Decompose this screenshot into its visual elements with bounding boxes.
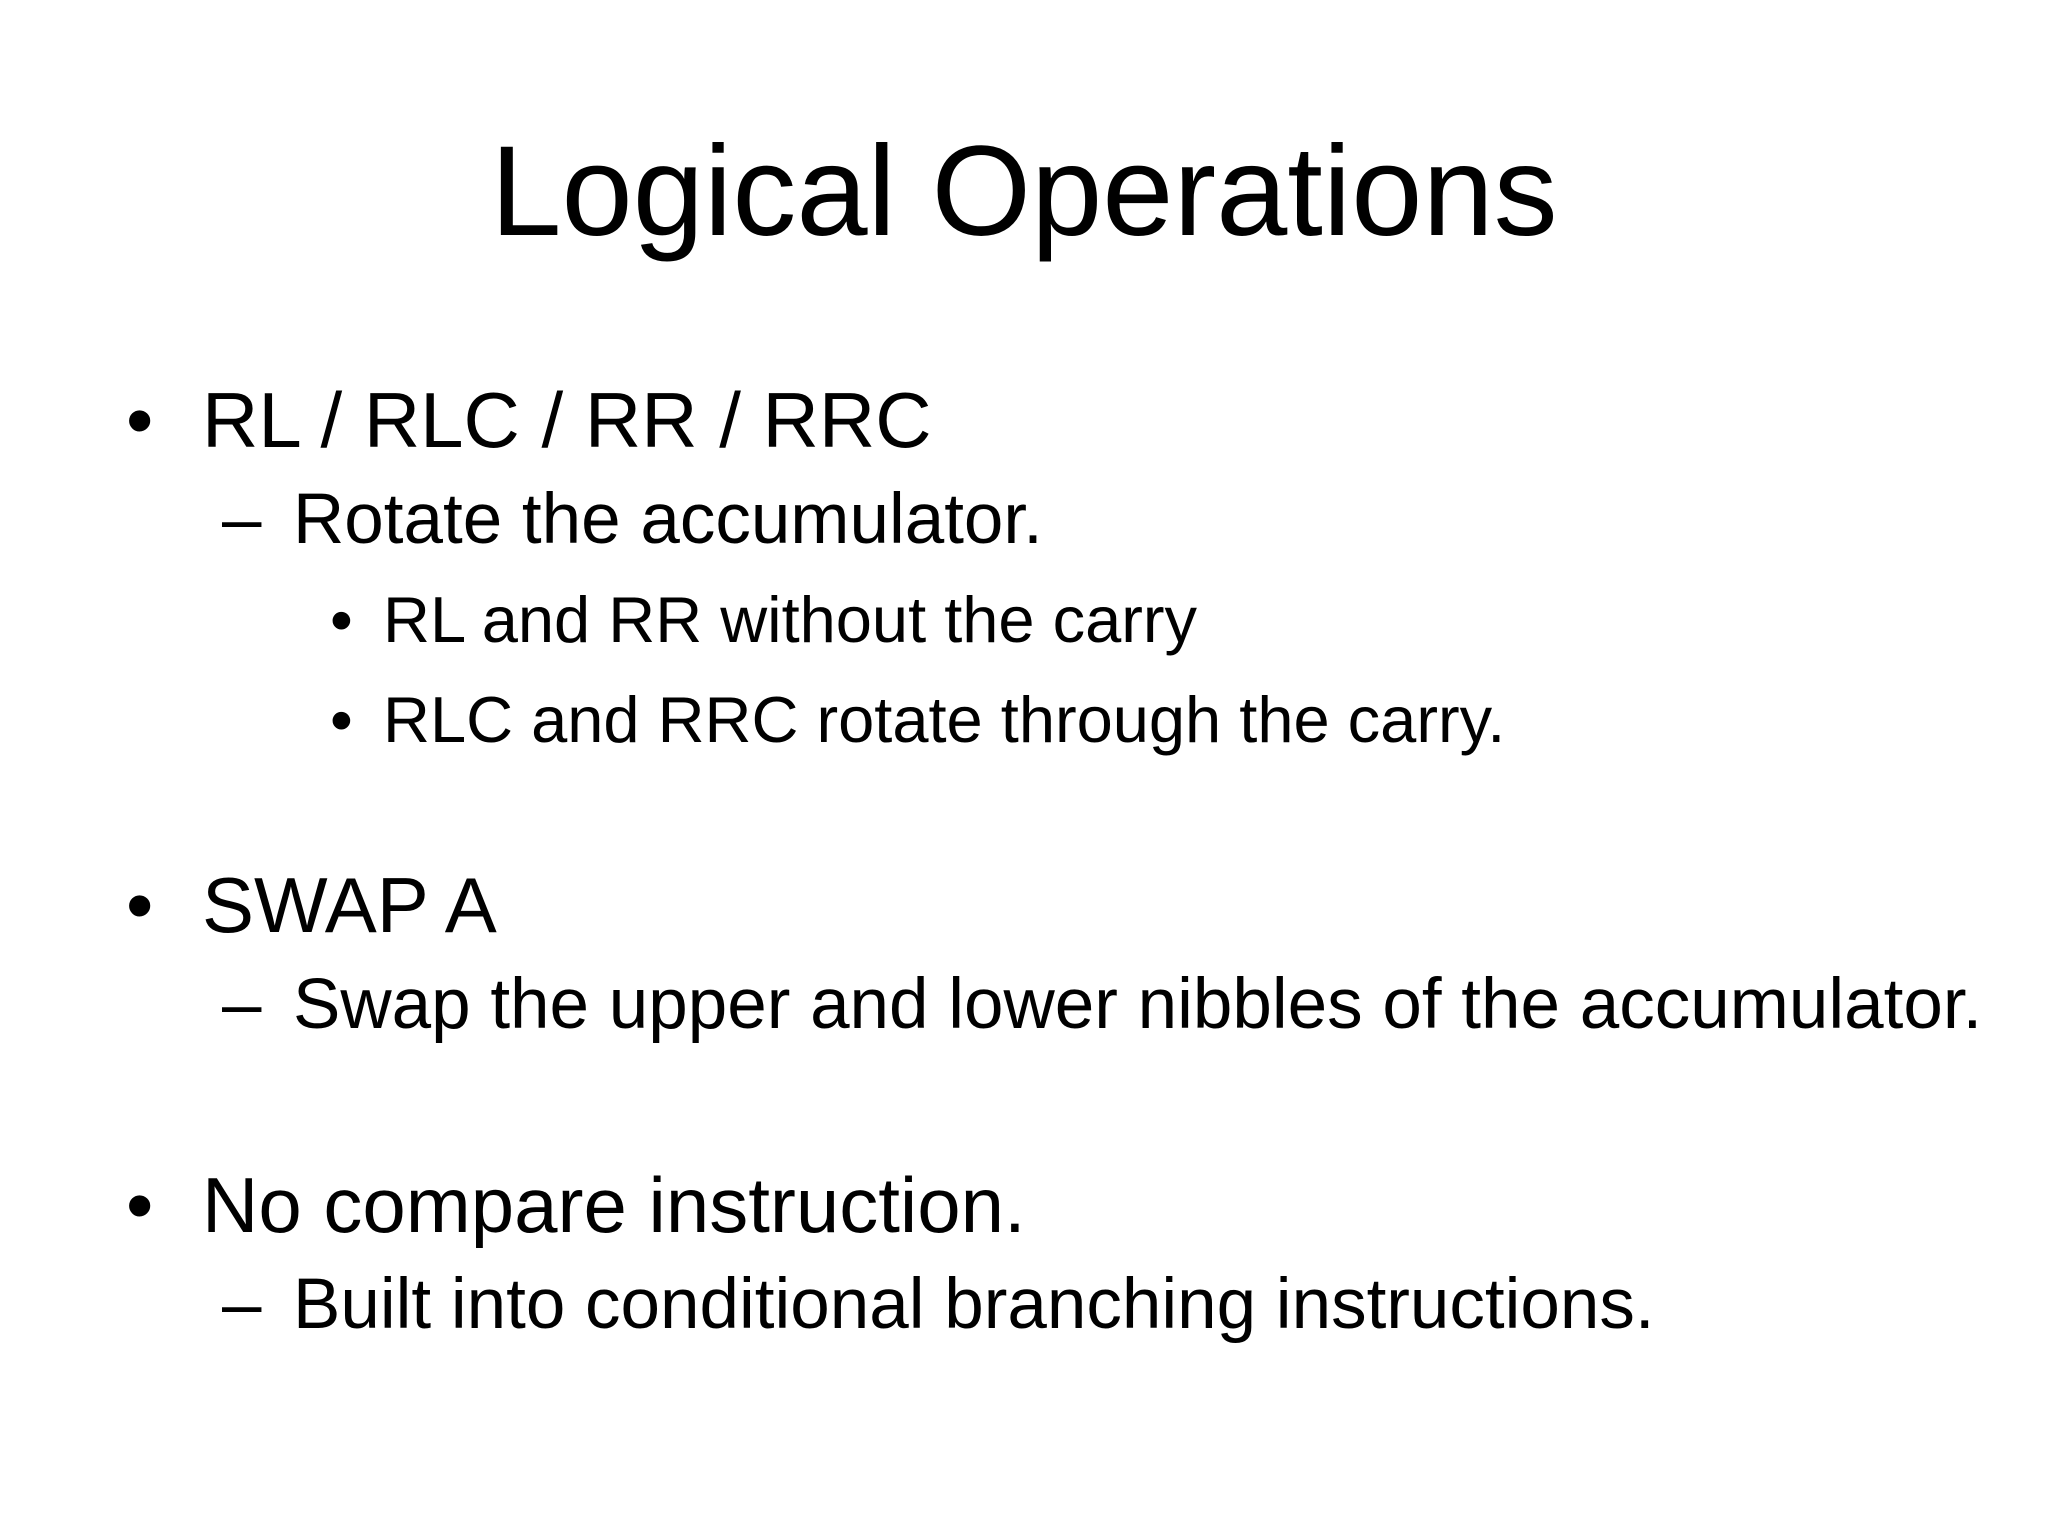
slide-body: • RL / RLC / RR / RRC – Rotate the accum… (0, 370, 2048, 1355)
bullet-item-level2: – Swap the upper and lower nibbles of th… (0, 955, 2048, 1055)
bullet-text: RL / RLC / RR / RRC (202, 375, 932, 464)
bullet-text: RL and RR without the carry (383, 582, 1198, 656)
bullet-item-level1: • SWAP A (0, 855, 2048, 955)
group-spacer (0, 1055, 2048, 1155)
bullet-text: Swap the upper and lower nibbles of the … (293, 964, 1983, 1044)
bullet-item-level3: • RLC and RRC rotate through the carry. (0, 670, 2048, 770)
dash-marker: – (222, 1264, 262, 1344)
bullet-text: No compare instruction. (202, 1160, 1026, 1249)
bullet-text: SWAP A (202, 860, 497, 949)
bullet-item-level2: – Built into conditional branching instr… (0, 1255, 2048, 1355)
bullet-item-level2: – Rotate the accumulator. (0, 470, 2048, 570)
bullet-marker: • (126, 860, 154, 949)
bullet-marker: • (126, 375, 154, 464)
bullet-item-level1: • RL / RLC / RR / RRC (0, 370, 2048, 470)
bullet-item-level1: • No compare instruction. (0, 1155, 2048, 1255)
group-spacer (0, 770, 2048, 855)
bullet-text: Built into conditional branching instruc… (293, 1264, 1655, 1344)
bullet-marker: • (126, 1160, 154, 1249)
dash-marker: – (222, 479, 262, 559)
bullet-marker: • (330, 582, 353, 656)
bullet-item-level3: • RL and RR without the carry (0, 570, 2048, 670)
bullet-text: RLC and RRC rotate through the carry. (383, 682, 1506, 756)
bullet-marker: • (330, 682, 353, 756)
dash-marker: – (222, 964, 262, 1044)
slide-title: Logical Operations (490, 120, 1558, 263)
bullet-text: Rotate the accumulator. (293, 479, 1043, 559)
